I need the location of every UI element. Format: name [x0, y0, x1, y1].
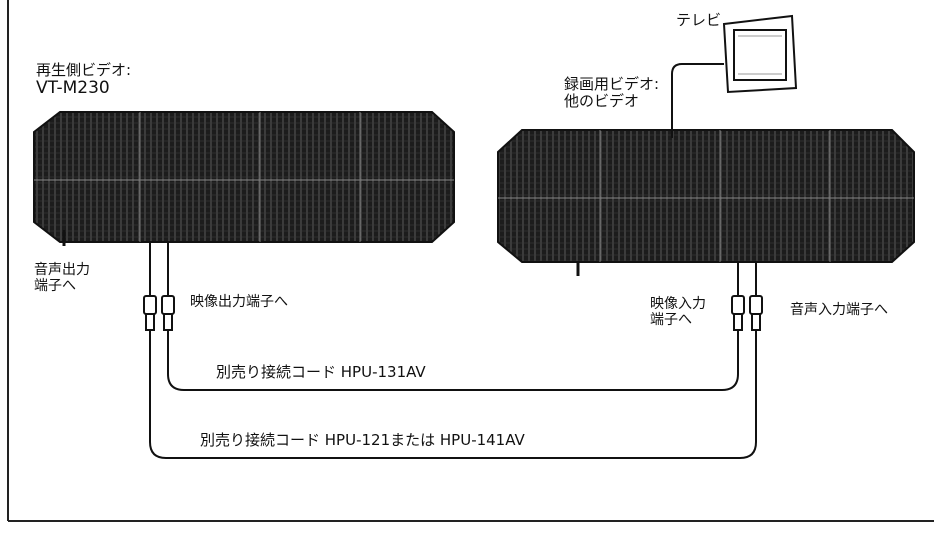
plug-audio-in [749, 295, 763, 331]
audio-in-label: 音声入力端子へ [790, 302, 888, 318]
tv-label: テレビ [676, 11, 722, 29]
recorder-vcr [497, 129, 915, 276]
audio-out-label-line1: 音声出力 [34, 262, 90, 278]
plug-video-out [161, 295, 175, 331]
recorder-vcr-label-line2: 他のビデオ [564, 92, 640, 111]
video-in-label: 映像入力 端子へ [650, 296, 706, 328]
tv-set [722, 14, 798, 94]
source-vcr [33, 111, 455, 243]
video-in-label-line1: 映像入力 [650, 296, 706, 312]
video-out-label: 映像出力端子へ [190, 294, 288, 310]
video-cable [167, 330, 739, 391]
audio-cable-label: 別売り接続コード HPU-121または HPU-141AV [200, 431, 525, 449]
recorder-vcr-label-line1: 録画用ビデオ: [564, 75, 660, 93]
video-cable-label: 別売り接続コード HPU-131AV [216, 363, 426, 381]
source-vcr-label-line2: VT-M230 [36, 78, 110, 99]
audio-cable [149, 330, 757, 459]
video-in-label-line2: 端子へ [650, 312, 692, 329]
audio-out-label-line2: 端子へ [34, 278, 76, 295]
recorder-vcr-label: 録画用ビデオ: 他のビデオ [564, 75, 660, 111]
plug-video-in [731, 295, 745, 331]
tv-cable [671, 63, 724, 138]
source-vcr-label-line1: 再生側ビデオ: [36, 61, 132, 79]
audio-out-label: 音声出力 端子へ [34, 262, 90, 294]
source-vcr-label: 再生側ビデオ: VT-M230 [36, 61, 132, 99]
plug-audio-out [143, 295, 157, 331]
